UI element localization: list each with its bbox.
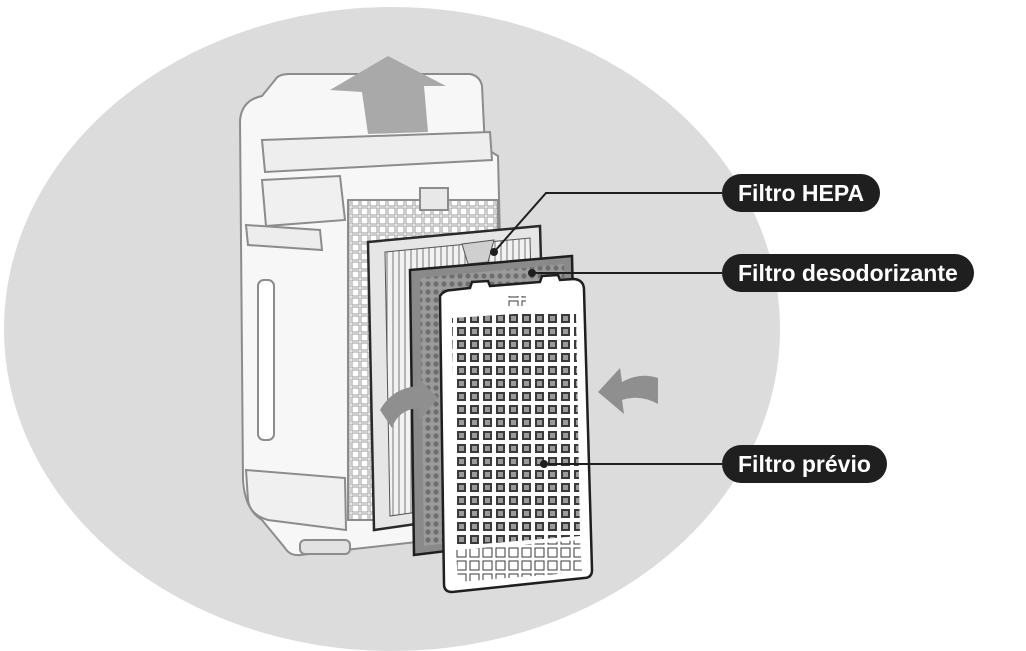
air-outlet-arrow-icon [330, 56, 446, 134]
pre-filter-label: Filtro prévio [722, 445, 887, 483]
pre-filter-leader-dot [540, 460, 548, 468]
hepa-leader-dot [490, 248, 498, 256]
deodorizing-leader-dot [528, 269, 536, 277]
pre-filter [438, 273, 594, 594]
insert-arrow-right-icon [598, 368, 658, 414]
deodorizing-filter-label: Filtro desodorizante [722, 254, 974, 292]
hepa-filter-label: Filtro HEPA [722, 174, 881, 212]
hepa-leader-line [493, 192, 722, 253]
insert-arrow-left-icon [380, 376, 438, 428]
